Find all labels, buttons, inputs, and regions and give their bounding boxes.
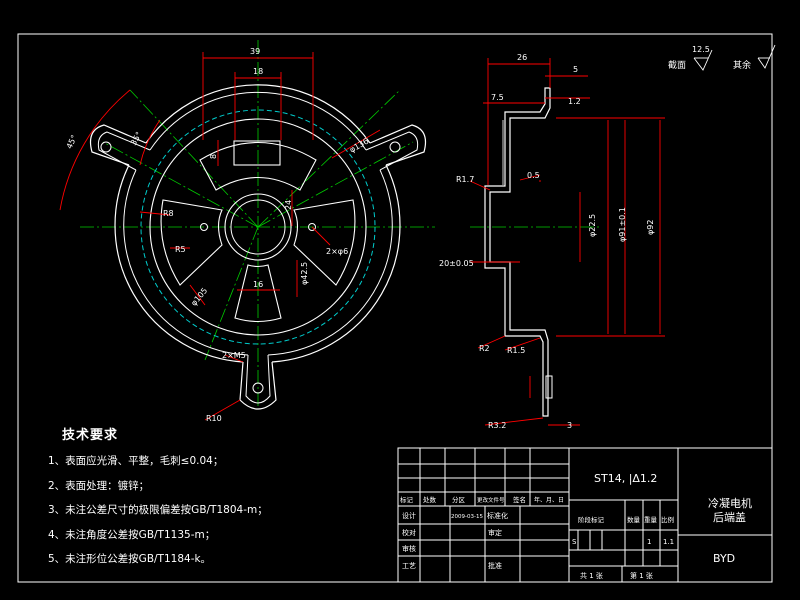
dim-r10: R10	[206, 414, 222, 423]
label-process: 工艺	[402, 562, 416, 570]
row-header-zone: 分区	[452, 495, 466, 504]
technical-requirements: 技术要求 1、表面应光滑、平整，毛刺≤0.04； 2、表面处理：镀锌； 3、未注…	[48, 424, 268, 576]
dim-35deg: 35°	[129, 130, 144, 147]
label-approve: 批准	[488, 561, 502, 570]
value-sheets: 共 1 张	[580, 571, 603, 580]
dim-phi22: φ22.5	[588, 214, 597, 237]
row-header-sign: 签名	[513, 495, 526, 504]
dim-r8: R8	[163, 209, 174, 218]
label-audit: 审定	[488, 528, 502, 537]
label-review: 审核	[402, 544, 416, 553]
row-header-count: 处数	[423, 495, 437, 504]
row-header-date: 年、月、日	[534, 496, 564, 504]
dim-16: 16	[253, 280, 263, 289]
value-sheet-no: 第 1 张	[630, 571, 653, 580]
label-qty: 数量	[627, 515, 641, 524]
title-part-name-1: 冷凝电机	[708, 496, 752, 510]
dim-0-5: 0.5	[527, 171, 540, 180]
label-standard: 标准化	[487, 511, 508, 520]
label-scale: 比例	[661, 515, 674, 524]
label-check: 校对	[402, 528, 416, 537]
dim-r3-2: R3.2	[488, 421, 506, 430]
dim-2x6: 2×φ6	[326, 247, 348, 256]
value-qty: 1	[647, 538, 651, 546]
dim-r2: R2	[479, 344, 490, 353]
value-date: 2009-03-15	[451, 514, 483, 520]
roughness-symbols: 12.5 截面 其余	[668, 44, 776, 71]
tech-requirement-3: 3、未注公差尺寸的极限偏差按GB/T1804-m；	[48, 504, 268, 516]
label-weight: 重量	[644, 516, 658, 524]
dim-24: 24	[284, 200, 293, 210]
dim-5: 5	[573, 65, 578, 74]
dim-phi91: φ91±0.1	[618, 207, 627, 242]
tech-requirement-2: 2、表面处理：镀锌；	[48, 479, 150, 492]
drawing-border	[17, 33, 773, 583]
tech-requirements-title: 技术要求	[62, 428, 119, 443]
dim-phi136: φ136	[348, 136, 370, 154]
tech-requirement-4: 4、未注角度公差按GB/T1135-m；	[48, 528, 216, 541]
dim-7-5: 7.5	[491, 93, 504, 102]
title-block	[397, 447, 773, 583]
side-view: 26 5 7.5 1.2 R1.7 0.5 20±0.05 φ22.5 φ91±…	[439, 44, 776, 430]
dim-18: 18	[253, 67, 263, 76]
dim-1-2: 1.2	[568, 97, 581, 106]
dim-39: 39	[250, 47, 260, 56]
roughness-value: 12.5	[692, 45, 710, 54]
dim-phi92: φ92	[646, 220, 655, 235]
row-header-mark: 标记	[400, 495, 414, 504]
value-stage: S	[572, 538, 577, 546]
dim-phi105: φ105	[189, 286, 209, 308]
title-material: ST14, |Δ1.2	[594, 472, 657, 485]
label-design: 设计	[402, 511, 416, 520]
dim-2xm5: 2×M5	[222, 351, 246, 360]
dim-3: 3	[567, 421, 572, 430]
tech-requirement-1: 1、表面应光滑、平整，毛刺≤0.04；	[48, 455, 224, 467]
dim-8: 8	[209, 154, 218, 159]
dim-26: 26	[517, 53, 527, 62]
dim-phi42: φ42.5	[300, 262, 309, 285]
roughness-surface-label: 截面	[668, 59, 686, 71]
value-scale: 1.1	[663, 538, 674, 546]
dim-20: 20±0.05	[439, 259, 474, 268]
roughness-rest-label: 其余	[733, 59, 751, 71]
dim-r1-5: R1.5	[507, 346, 525, 355]
label-stage-mark: 阶段标记	[578, 515, 605, 524]
title-company: BYD	[713, 552, 735, 565]
dim-45deg: 45°	[65, 134, 79, 151]
dim-r5: R5	[175, 245, 186, 254]
dim-r1-7: R1.7	[456, 175, 474, 184]
title-part-name-2: 后端盖	[713, 510, 746, 524]
front-view: 39 18 8 24 16 φ42.5 45° 35° φ136 φ105 R8…	[59, 40, 435, 423]
row-header-change: 更改文件号	[477, 496, 505, 504]
tech-requirement-5: 5、未注形位公差按GB/T1184-k。	[48, 553, 212, 565]
